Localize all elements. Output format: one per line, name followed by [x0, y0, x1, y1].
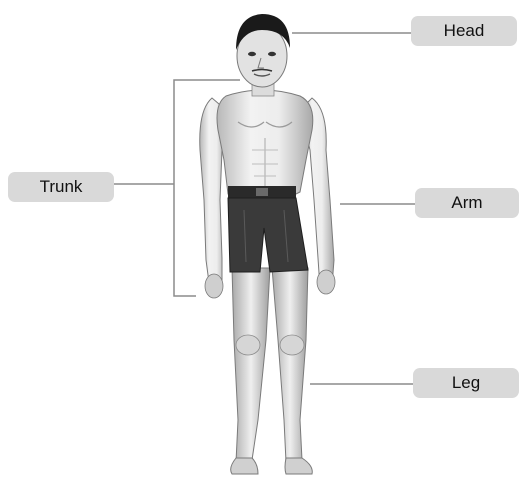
- human-figure: [200, 14, 335, 474]
- leg-label: Leg: [413, 368, 519, 398]
- trunk-label: Trunk: [8, 172, 114, 202]
- head-label: Head: [411, 16, 517, 46]
- torso: [217, 90, 313, 194]
- head: [236, 14, 290, 87]
- legs: [231, 268, 313, 474]
- arm-label: Arm: [415, 188, 519, 218]
- shorts: [228, 186, 308, 272]
